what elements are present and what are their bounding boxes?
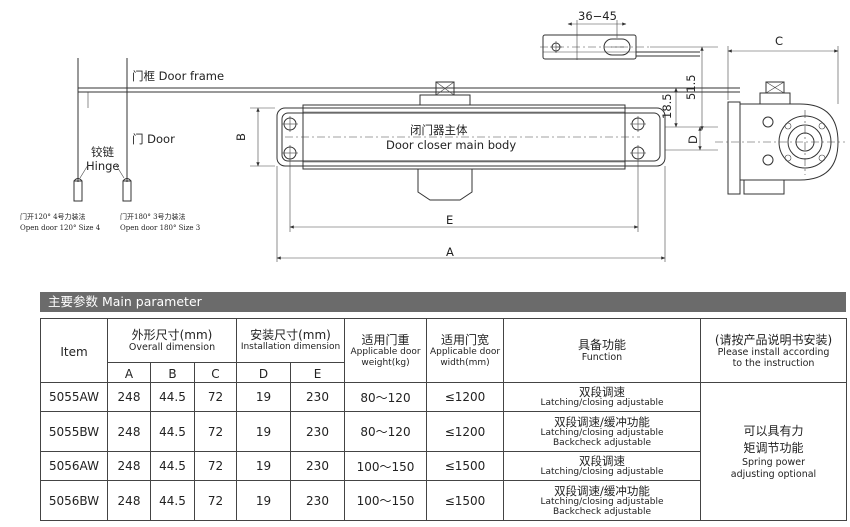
width-cell: ≤1500 <box>426 451 504 481</box>
table-header-row: Item 外形尺寸(mm) Overall dimension 安装尺寸(mm)… <box>40 318 847 383</box>
open-180-cn: 门开180° 3号力装法 <box>120 212 186 221</box>
body-cn-label: 闭门器主体 <box>410 123 468 137</box>
b-cell: 44.5 <box>150 411 195 452</box>
hinge-en-label: Hinge <box>86 159 120 173</box>
function-en: Function <box>581 352 623 363</box>
main-parameter-table: Item 外形尺寸(mm) Overall dimension 安装尺寸(mm)… <box>40 318 847 521</box>
note-head-en2: to the instruction <box>732 357 815 369</box>
dim-A-label: A <box>446 245 454 259</box>
sub-D: D <box>236 362 291 383</box>
install-en: Installation dimension <box>240 342 341 352</box>
dim-18-5-label: 18.5 <box>660 93 674 119</box>
a-cell: 248 <box>107 451 151 481</box>
c-cell: 72 <box>194 480 237 521</box>
weight-cell: 80～120 <box>344 382 427 412</box>
c-cell: 72 <box>194 411 237 452</box>
b-cell: 44.5 <box>150 451 195 481</box>
dim-51-5-label: 51.5 <box>684 74 698 100</box>
weight-cell: 80～120 <box>344 411 427 452</box>
door-closer-side-view: C <box>715 34 845 195</box>
dim-36-45-label: 36−45 <box>578 9 617 23</box>
b-cell: 44.5 <box>150 480 195 521</box>
weight-en2: weight(kg) <box>361 357 410 368</box>
function-cell: 双段调速/缓冲功能 Latching/closing adjustable Ba… <box>503 411 701 452</box>
open-120-en: Open door 120° Size 4 <box>20 224 101 232</box>
d-cell: 19 <box>236 411 291 452</box>
body-en-label: Door closer main body <box>386 138 516 152</box>
weight-cell: 100～150 <box>344 451 427 481</box>
width-cell: ≤1500 <box>426 480 504 521</box>
item-cell: 5055AW <box>40 382 108 412</box>
dim-C-label: C <box>775 34 783 48</box>
sub-C: C <box>194 362 237 383</box>
width-en2: width(mm) <box>440 357 490 368</box>
e-cell: 230 <box>290 411 345 452</box>
e-cell: 230 <box>290 382 345 412</box>
door-label: 门 Door <box>132 132 175 146</box>
function-cell: 双段调速/缓冲功能 Latching/closing adjustable Ba… <box>503 480 701 521</box>
note-head-cn: (请按产品说明书安装) <box>714 332 833 347</box>
function-cn: 具备功能 <box>577 338 626 352</box>
table-row: 5056BW 248 44.5 72 19 230 100～150 ≤1500 … <box>40 480 847 521</box>
col-note: (请按产品说明书安装) Please install according to … <box>700 318 847 383</box>
main-parameter-title: 主要参数 Main parameter <box>40 292 846 312</box>
overall-cn: 外形尺寸(mm) <box>131 328 213 342</box>
a-cell: 248 <box>107 480 151 521</box>
d-cell: 19 <box>236 480 291 521</box>
col-weight: 适用门重 Applicable door weight(kg) <box>344 318 427 383</box>
dim-B-label: B <box>234 133 248 141</box>
table-row: 5055AW 248 44.5 72 19 230 80～120 ≤1200 双… <box>40 382 847 521</box>
table-row: 5056AW 248 44.5 72 19 230 100～150 ≤1500 … <box>40 451 847 481</box>
function-cell: 双段调速 Latching/closing adjustable <box>503 382 701 412</box>
note-head-en1: Please install according <box>717 346 830 358</box>
sub-A: A <box>107 362 151 383</box>
weight-cn: 适用门重 <box>361 332 410 347</box>
col-item: Item <box>40 318 108 383</box>
width-cn: 适用门宽 <box>440 332 489 347</box>
open-120-cn: 门开120° 4号力装法 <box>20 212 86 221</box>
b-cell: 44.5 <box>150 382 195 412</box>
dim-D-label: D <box>686 135 700 144</box>
d-cell: 19 <box>236 451 291 481</box>
door-closer-front-view: 闭门器主体 Door closer main body B E A <box>234 81 666 262</box>
weight-en1: Applicable door <box>350 346 421 357</box>
width-cell: ≤1200 <box>426 382 504 412</box>
width-cell: ≤1200 <box>426 411 504 452</box>
a-cell: 248 <box>107 411 151 452</box>
c-cell: 72 <box>194 382 237 412</box>
item-cell: 5056BW <box>40 480 108 521</box>
overall-en: Overall dimension <box>128 342 216 353</box>
d-cell: 19 <box>236 382 291 412</box>
bracket-detail: 36−45 51.5 18.5 D <box>540 9 718 151</box>
col-install: 安装尺寸(mm) Installation dimension <box>236 318 345 363</box>
sub-B: B <box>150 362 195 383</box>
door-hinge-schematic: 门框 Door frame 门 Door 铰链 Hinge 门开120° 4号力… <box>20 58 740 232</box>
e-cell: 230 <box>290 480 345 521</box>
e-cell: 230 <box>290 451 345 481</box>
col-width: 适用门宽 Applicable door width(mm) <box>426 318 504 383</box>
table-subheader-row: A B C D E <box>41 362 847 383</box>
technical-drawing: 门框 Door frame 门 Door 铰链 Hinge 门开120° 4号力… <box>20 9 845 262</box>
weight-cell: 100～150 <box>344 480 427 521</box>
note-cell: 可以具有力 矩调节功能 Spring power adjusting optio… <box>700 382 847 521</box>
sub-E: E <box>290 362 345 383</box>
function-cell: 双段调速 Latching/closing adjustable <box>503 451 701 481</box>
open-180-en: Open door 180° Size 3 <box>120 224 200 232</box>
item-cell: 5055BW <box>40 411 108 452</box>
hinge-cn-label: 铰链 <box>91 145 114 159</box>
door-frame-label: 门框 Door frame <box>132 69 224 83</box>
col-overall: 外形尺寸(mm) Overall dimension <box>107 318 237 363</box>
install-cn: 安装尺寸(mm) <box>250 328 331 342</box>
item-cell: 5056AW <box>40 451 108 481</box>
c-cell: 72 <box>194 451 237 481</box>
a-cell: 248 <box>107 382 151 412</box>
col-function: 具备功能 Function <box>503 318 701 383</box>
dim-E-label: E <box>446 213 453 227</box>
width-en1: Applicable door <box>429 346 501 357</box>
